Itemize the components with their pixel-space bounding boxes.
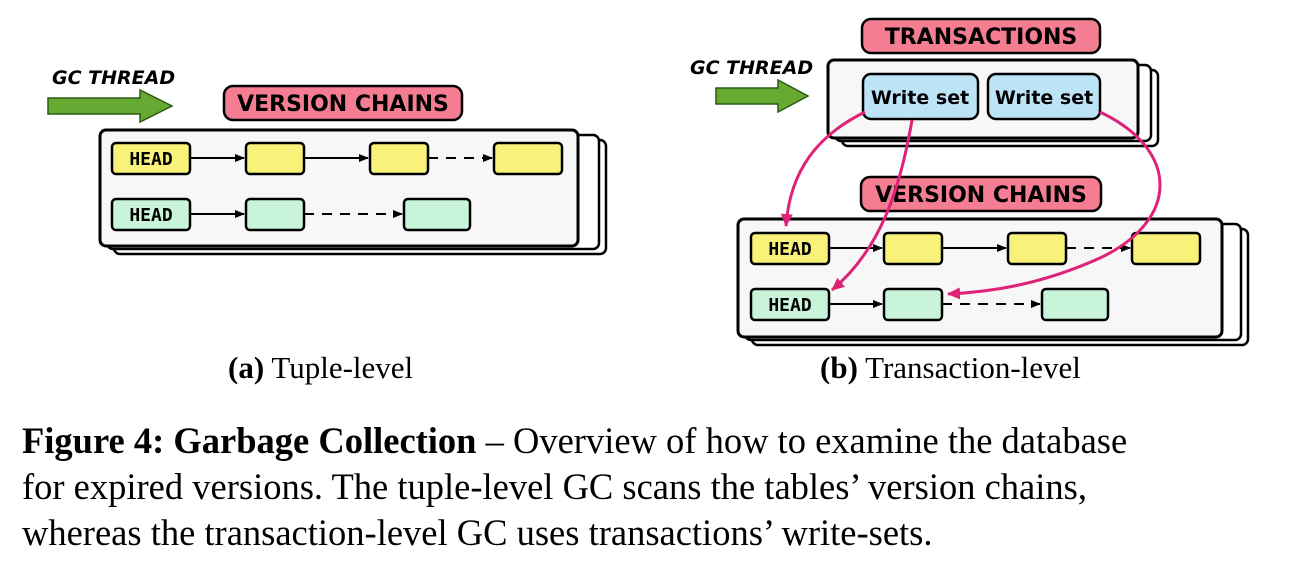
subcaption-a-text: Tuple-level — [271, 350, 414, 385]
subcaption-a-tag: (a) — [228, 350, 265, 385]
version-chains-label-a: VERSION CHAINS — [237, 92, 449, 117]
gc-thread-label-b: GC THREAD — [690, 57, 813, 79]
subcaption-a: (a) Tuple-level — [228, 350, 413, 386]
write-set-pointer-3 — [947, 110, 1162, 300]
subcaption-b: (b) Transaction-level — [820, 350, 1081, 386]
version-node — [882, 231, 944, 266]
gc-thread-arrow-b — [715, 78, 810, 114]
version-chains-tag-b — [859, 175, 1103, 213]
write-set-node-2 — [986, 72, 1102, 121]
version-node — [1006, 231, 1068, 266]
figure-diagram: GC THREAD VERSION CHAINS HEAD HEAD GC TH… — [47, 17, 1250, 347]
caption-line-3: whereas the transaction-level GC uses tr… — [22, 512, 933, 553]
head-label-a2: HEAD — [129, 205, 173, 226]
gc-thread-label-a: GC THREAD — [52, 67, 175, 89]
write-set-label-1: Write set — [871, 87, 969, 109]
head-label-a1: HEAD — [129, 149, 173, 170]
caption-line-2: for expired versions. The tuple-level GC… — [22, 466, 1087, 507]
caption-line-1-text: – Overview of how to examine the databas… — [476, 420, 1128, 461]
write-set-pointer-1 — [780, 110, 866, 227]
caption-label: Figure 4: Garbage Collection — [22, 420, 477, 461]
figure-caption: Figure 4: Garbage Collection – Overview … — [22, 418, 1302, 556]
transactions-tag — [860, 17, 1102, 55]
version-chains-tag-a — [222, 84, 464, 122]
version-node — [244, 141, 306, 176]
head-label-b1: HEAD — [768, 239, 812, 260]
version-node — [244, 197, 306, 232]
subcaption-b-text: Transaction-level — [865, 350, 1081, 385]
version-node — [1130, 231, 1202, 266]
transactions-label: TRANSACTIONS — [885, 25, 1078, 50]
write-set-label-2: Write set — [995, 87, 1093, 109]
version-node — [882, 287, 944, 322]
caption-line-1: Figure 4: Garbage Collection – Overview … — [22, 418, 1302, 464]
head-label-b2: HEAD — [768, 295, 812, 316]
version-node — [1040, 287, 1110, 322]
version-node — [368, 141, 430, 176]
write-set-pointer-2 — [831, 119, 914, 292]
panel-a: GC THREAD VERSION CHAINS HEAD HEAD — [47, 67, 608, 256]
panel-b: GC THREAD TRANSACTIONS Write set Write s… — [690, 17, 1250, 347]
subcaption-b-tag: (b) — [820, 350, 858, 385]
version-chains-label-b: VERSION CHAINS — [875, 183, 1087, 208]
write-set-node-1 — [861, 72, 980, 121]
version-node — [492, 141, 564, 176]
gc-thread-arrow-a — [47, 88, 174, 124]
version-node — [402, 197, 472, 232]
